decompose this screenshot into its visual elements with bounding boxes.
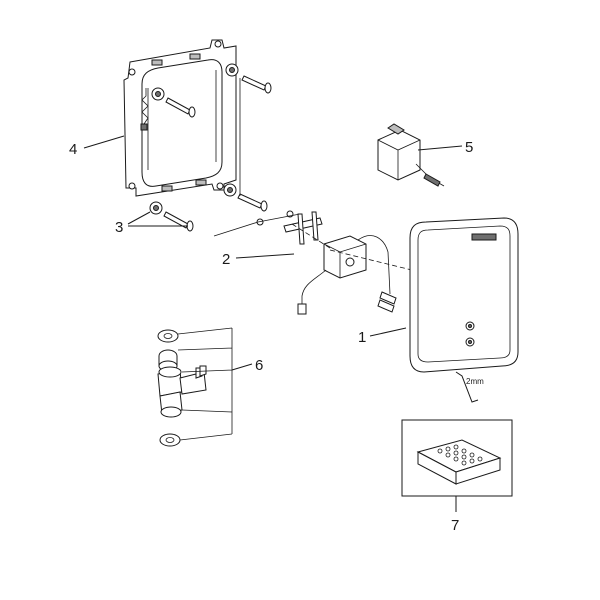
fixing-screws bbox=[149, 63, 272, 232]
callout-1: 1 bbox=[358, 329, 366, 346]
power-supply-unit bbox=[377, 123, 445, 187]
callout-7: 7 bbox=[451, 517, 459, 534]
callout-labels: 4 3 2 5 1 6 7 bbox=[69, 139, 473, 534]
callout-2: 2 bbox=[222, 251, 230, 268]
electronic-module bbox=[256, 210, 421, 315]
callout-6: 6 bbox=[255, 357, 263, 374]
mounting-frame bbox=[123, 39, 237, 197]
callout-3: 3 bbox=[115, 219, 123, 236]
leader-lines bbox=[83, 135, 463, 512]
remote-control-box bbox=[401, 419, 513, 497]
callout-4: 4 bbox=[69, 141, 77, 158]
cover-plate: 2mm bbox=[409, 217, 519, 403]
callout-5: 5 bbox=[465, 139, 473, 156]
solenoid-valve bbox=[157, 327, 233, 447]
hex-key-label: 2mm bbox=[466, 377, 484, 386]
